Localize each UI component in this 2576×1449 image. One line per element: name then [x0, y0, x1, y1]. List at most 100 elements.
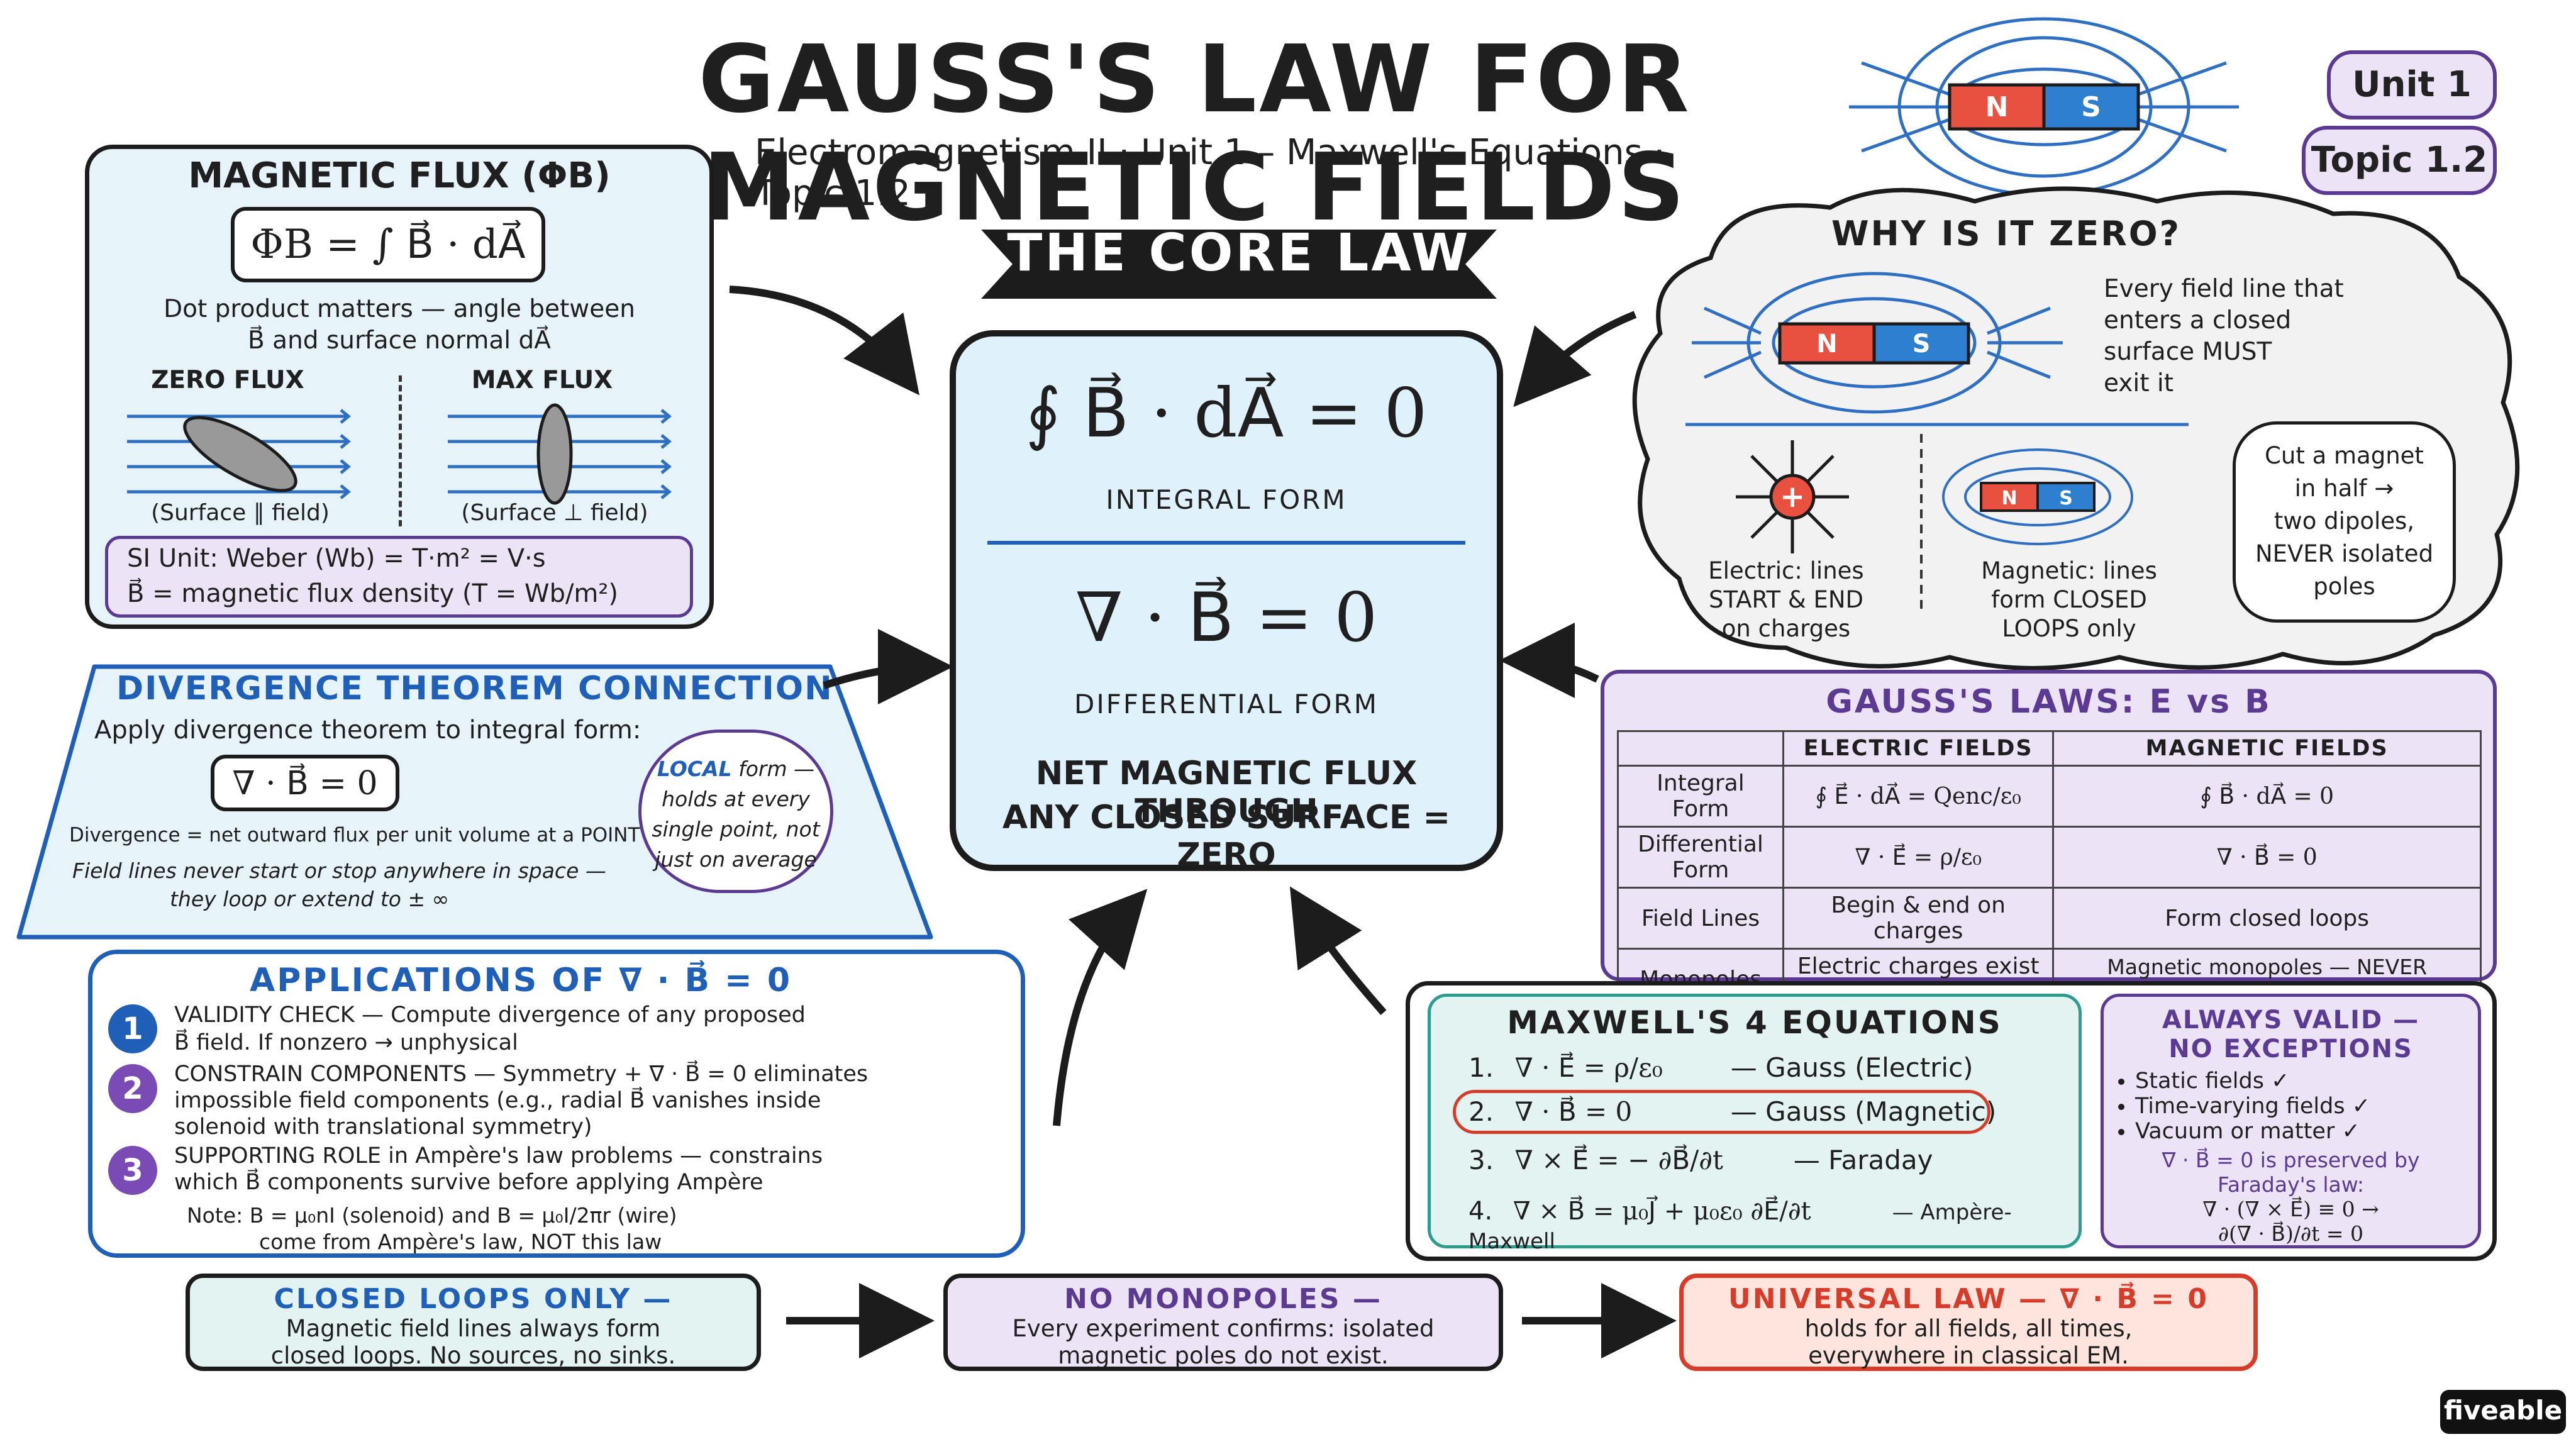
flux-title: MAGNETIC FLUX (ΦB) — [188, 155, 611, 196]
core-differential-eq: ∇ · B⃗ = 0 — [1075, 579, 1378, 657]
row-label: Integral Form — [1617, 765, 1784, 828]
why-zero-text-line2: enters a closed — [2104, 306, 2292, 335]
unit-badge: Unit 1 — [2327, 50, 2497, 119]
why-zero-text-line4: exit it — [2104, 369, 2174, 397]
note-line2: come from Ampère's law, NOT this law — [259, 1230, 662, 1254]
topic-badge: Topic 1.2 — [2302, 126, 2497, 195]
always-valid-title1: ALWAYS VALID — — [2162, 1006, 2420, 1035]
svg-text:N: N — [1816, 330, 1837, 358]
item-line: impossible field components (e.g., radia… — [174, 1088, 821, 1113]
bubble-local: LOCAL — [657, 757, 732, 781]
why-zero-text: Every field line that enters a closed su… — [2104, 274, 2344, 399]
why-zero-text-line1: Every field line that — [2104, 275, 2344, 303]
core-banner: THE CORE LAW — [1007, 223, 1471, 283]
item-line: B⃗ field. If nonzero → unphysical — [174, 1030, 518, 1055]
bubble-line4: just on average — [655, 847, 817, 872]
cell-magnetic: ∮ B⃗ · dA⃗ = 0 — [2052, 765, 2482, 828]
applications-note: Note: B = μ₀nI (solenoid) and B = μ₀I/2π… — [187, 1202, 677, 1255]
page-subtitle: Electromagnetism II · Unit 1 – Maxwell's… — [755, 132, 1665, 214]
flux-note-line2: B⃗ and surface normal dA⃗ — [248, 326, 551, 355]
eq-number: 4. — [1468, 1197, 1493, 1226]
flux-units-box: SI Unit: Weber (Wb) = T·m² = V·s B⃗ = ma… — [105, 536, 693, 618]
eq-number: 2. — [1468, 1096, 1494, 1127]
svg-text:S: S — [2059, 487, 2073, 509]
cell-electric: ∮ E⃗ · dA⃗ = Qenc/ε₀ — [1782, 765, 2055, 828]
item-line: solenoid with translational symmetry) — [174, 1114, 592, 1140]
core-divider — [987, 541, 1465, 545]
north-label: N — [1985, 91, 2009, 123]
why-zero-title: WHY IS IT ZERO? — [1831, 214, 2182, 253]
gauss-table: ELECTRIC FIELDS MAGNETIC FIELDS Integral… — [1617, 730, 2482, 1011]
col-electric: ELECTRIC FIELDS — [1782, 730, 2055, 767]
item-line: VALIDITY CHECK — Compute divergence of a… — [174, 1002, 806, 1028]
item-number-2: 2 — [108, 1064, 157, 1113]
core-statement-line1: NET MAGNETIC FLUX THROUGH — [1035, 755, 1418, 830]
faraday-line1: ∇ · B⃗ = 0 is preserved by — [2162, 1148, 2420, 1172]
divergence-title: DIVERGENCE THEOREM CONNECTION — [116, 670, 833, 708]
item-number-3: 3 — [108, 1146, 157, 1195]
cut-line5: poles — [2313, 573, 2375, 600]
electric-caption-line1: Electric: lines — [1708, 557, 1864, 584]
zero-flux-caption: (Surface ∥ field) — [151, 500, 330, 526]
units-line2: B⃗ = magnetic flux density (T = Wb/m²) — [127, 579, 619, 608]
row-label: Differential Form — [1617, 826, 1784, 889]
core-integral-label: INTEGRAL FORM — [1106, 484, 1347, 515]
bubble-line3: single point, not — [652, 817, 820, 841]
applications-panel: APPLICATIONS OF ∇ · B⃗ = 0 1 VALIDITY CH… — [88, 950, 1025, 1258]
core-statement-line2: ANY CLOSED SURFACE = ZERO — [1002, 799, 1451, 874]
always-valid-bullet: Vacuum or matter ✓ — [2135, 1119, 2478, 1144]
svg-text:S: S — [1913, 330, 1931, 358]
faraday-line4: ∂(∇ · B⃗)/∂t = 0 — [2218, 1221, 2364, 1246]
why-zero-cloud: N S + N S — [1632, 186, 2520, 670]
closed-loops-line1: Magnetic field lines always form — [286, 1315, 661, 1342]
divergence-equation: ∇ · B⃗ = 0 — [211, 755, 399, 811]
universal-title: UNIVERSAL LAW — ∇ · B⃗ = 0 — [1728, 1283, 2209, 1315]
magnetic-caption-line2: form CLOSED — [1991, 586, 2147, 613]
divergence-line2: Field lines never start or stop anywhere… — [72, 858, 606, 883]
col-magnetic: MAGNETIC FIELDS — [2052, 730, 2482, 767]
bubble-line2: holds at every — [662, 787, 810, 811]
bubble-rest: form — — [731, 757, 815, 781]
no-monopoles-line2: magnetic poles do not exist. — [1058, 1342, 1389, 1369]
table-corner — [1617, 730, 1784, 767]
cell-magnetic: ∇ · B⃗ = 0 — [2052, 826, 2482, 889]
gauss-table-panel: GAUSS'S LAWS: E vs B ELECTRIC FIELDS MAG… — [1601, 670, 2497, 1011]
eq-formula: ∇ × E⃗ = − ∂B⃗/∂t — [1514, 1145, 1723, 1175]
svg-text:N: N — [2001, 487, 2017, 509]
zero-flux-diagram — [127, 409, 351, 499]
fiveable-logo: fiveable — [2440, 1390, 2566, 1434]
cell-magnetic: Form closed loops — [2052, 887, 2482, 950]
maxwell-title: MAXWELL'S 4 EQUATIONS — [1507, 1004, 2002, 1041]
closed-loops-box: CLOSED LOOPS ONLY — Magnetic field lines… — [186, 1274, 761, 1371]
page-title: GAUSS'S LAW FOR MAGNETIC FIELDS — [698, 25, 1692, 242]
eq-number: 3. — [1468, 1145, 1494, 1175]
maxwell-eq-row: 4. ∇ × B⃗ = μ₀J⃗ + μ₀ε₀ ∂E⃗/∂t — Ampère-… — [1468, 1197, 2079, 1255]
header-magnet-diagram: N S — [1849, 17, 2239, 195]
cut-line2: in half → — [2294, 475, 2394, 502]
maxwell-eq-row: 2. ∇ · B⃗ = 0 — Gauss (Magnetic) — [1468, 1096, 2072, 1127]
eq-number: 1. — [1468, 1052, 1494, 1083]
no-monopoles-box: NO MONOPOLES — Every experiment confirms… — [943, 1274, 1503, 1371]
gauss-table-title: GAUSS'S LAWS: E vs B — [1826, 683, 2272, 721]
item-line: CONSTRAIN COMPONENTS — Symmetry + ∇ · B⃗… — [174, 1062, 869, 1087]
core-law-panel: ∮ B⃗ · dA⃗ = 0 INTEGRAL FORM ∇ · B⃗ = 0 … — [950, 330, 1503, 874]
eq-formula: ∇ · B⃗ = 0 — [1514, 1096, 1633, 1127]
magnetic-caption-line1: Magnetic: lines — [1981, 557, 2157, 584]
magnetic-caption: Magnetic: lines form CLOSED LOOPS only — [1950, 557, 2189, 643]
no-monopoles-title: NO MONOPOLES — — [1064, 1283, 1382, 1315]
item-line: SUPPORTING ROLE in Ampère's law problems… — [174, 1143, 823, 1169]
cut-line4: NEVER isolated — [2255, 540, 2434, 567]
cut-line1: Cut a magnet — [2265, 442, 2424, 469]
eq-formula: ∇ × B⃗ = μ₀J⃗ + μ₀ε₀ ∂E⃗/∂t — [1513, 1197, 1811, 1226]
universal-line2: everywhere in classical EM. — [1808, 1342, 2129, 1369]
cut-magnet-bubble: Cut a magnet in half → two dipoles, NEVE… — [2233, 421, 2456, 623]
south-pole — [2042, 83, 2140, 131]
item-line: which B⃗ components survive before apply… — [174, 1170, 763, 1195]
south-label: S — [2081, 91, 2101, 123]
zero-flux-label: ZERO FLUX — [151, 366, 304, 394]
units-line1: SI Unit: Weber (Wb) = T·m² = V·s — [127, 544, 546, 573]
cell-electric: Begin & end on charges — [1782, 887, 2055, 950]
closed-loops-title: CLOSED LOOPS ONLY — — [274, 1283, 673, 1315]
flux-equation: ΦB = ∫ B⃗ · dA⃗ — [231, 207, 545, 282]
